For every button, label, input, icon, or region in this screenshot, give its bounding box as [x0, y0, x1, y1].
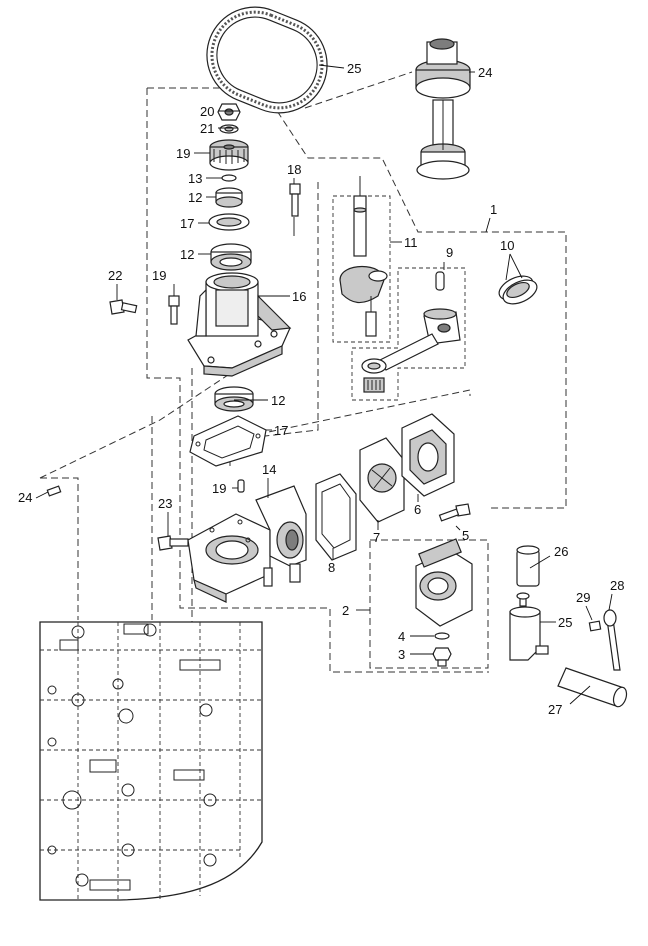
pump-housing [187, 479, 307, 603]
callout-24-upper: 22 [108, 268, 122, 283]
callout-15: 14 [262, 462, 276, 477]
pulley-assembly [415, 38, 471, 180]
callout-28: 25 [558, 615, 572, 630]
callout-12-lower: 12 [271, 393, 285, 408]
callout-10: 10 [500, 238, 514, 253]
callout-23: 21 [200, 121, 214, 136]
callout-7: 7 [373, 530, 380, 545]
callout-24-lower: 23 [158, 496, 172, 511]
lower-bearing-gasket [189, 386, 267, 467]
callout-17: 17 [274, 423, 288, 438]
callout-22: 20 [200, 104, 214, 119]
crankshaft [339, 176, 388, 337]
group-boundaries [39, 36, 567, 673]
callout-30: 27 [548, 702, 562, 717]
callout-18: 17 [180, 216, 194, 231]
callout-31: 28 [610, 578, 624, 593]
callout-20: 19 [212, 481, 226, 496]
callout-4: 4 [398, 629, 405, 644]
callout-32: 29 [576, 590, 590, 605]
callout-1: 1 [490, 202, 497, 217]
callout-8: 8 [328, 560, 335, 575]
filter-assembly [509, 545, 628, 708]
callout-19-lower: 19 [152, 268, 166, 283]
pump-body [415, 503, 473, 667]
bracket-housing [187, 272, 292, 377]
bolts-24 [109, 299, 189, 551]
callout-6: 6 [414, 502, 421, 517]
callout-13: 12 [188, 190, 202, 205]
callout-14: 13 [188, 171, 202, 186]
pin-20 [237, 479, 245, 493]
timing-belt [206, 6, 328, 114]
diaphragm-stack [315, 413, 455, 561]
callout-12-upper: 12 [180, 247, 194, 262]
piston-rings [498, 275, 538, 305]
leader-lines [35, 64, 613, 705]
callout-2: 2 [342, 603, 349, 618]
callout-29: 26 [554, 544, 568, 559]
callout-21: 19 [176, 146, 190, 161]
callout-16: 16 [292, 289, 306, 304]
callout-9: 9 [446, 245, 453, 260]
crankcase-block [39, 621, 263, 901]
callout-25: 24 [18, 490, 32, 505]
callout-26: 24 [478, 65, 492, 80]
bolts-19 [168, 183, 301, 325]
callout-19-upper: 18 [287, 162, 301, 177]
callout-27: 25 [347, 61, 361, 76]
callout-11: 11 [404, 235, 418, 250]
callout-3: 3 [398, 647, 405, 662]
piston-rod [361, 271, 461, 393]
callout-labels: 25 24 20 21 19 13 12 17 12 18 19 22 16 1… [18, 61, 624, 717]
gear-stack [208, 103, 252, 271]
bolt-25 [46, 485, 62, 497]
callout-5: 5 [462, 528, 469, 543]
